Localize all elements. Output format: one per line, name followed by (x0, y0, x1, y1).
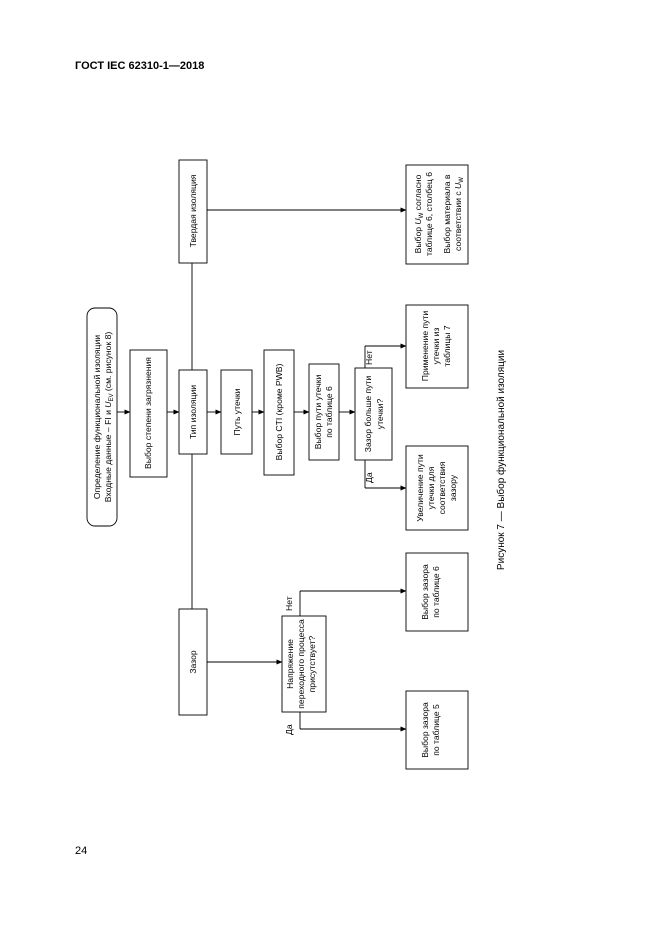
clearance-table6-block (405, 552, 469, 632)
start-line1: Определение функциональной изоляции (92, 335, 102, 499)
increase-creepage-line1: Увеличение пути (415, 454, 425, 522)
solid-result-line3: Выбор материала в (442, 174, 452, 253)
transient-question-line3: присутствует? (307, 635, 317, 692)
clearance-table5-block (405, 690, 469, 770)
page-number: 24 (75, 845, 88, 857)
insulation-type-block (178, 369, 208, 455)
creepage-table7-line3: таблицы 7 (442, 325, 452, 366)
no-label-creepage: Нет (364, 350, 374, 365)
insulation-type-text: Тип изоляции (188, 385, 198, 439)
pollution-block (129, 349, 168, 478)
cti-text: Выбор CTI (кроме PWB) (274, 364, 284, 461)
creepage-block (220, 369, 253, 455)
start-block (86, 307, 118, 527)
creepage-text: Путь утечки (232, 388, 242, 435)
start-line2: Входные данные – FI и UEV (см. рисунок 8… (103, 332, 115, 503)
creepage-table6-line1: Выбор пути утечки (313, 375, 323, 450)
clearance-check-line1: Зазор больше пути (363, 376, 373, 453)
connectors (116, 207, 407, 732)
creepage-table6-line2: по таблице 6 (324, 386, 334, 438)
clearance-table6-line1: Выбор зазора (420, 564, 430, 620)
no-label-transient: Нет (284, 596, 294, 611)
document-header: ГОСТ IEC 62310-1—2018 (75, 60, 205, 72)
creepage-table7-block (405, 304, 469, 389)
increase-creepage-line4: зазору (448, 474, 458, 501)
solid-result-block (405, 164, 469, 265)
transient-question-block (281, 615, 327, 713)
solid-insulation-text: Твердая изоляция (188, 174, 198, 247)
increase-creepage-block (405, 445, 469, 531)
yes-label-creepage: Да (364, 472, 374, 483)
yes-label-transient: Да (284, 724, 294, 735)
clearance-block (178, 608, 208, 716)
pollution-text: Выбор степени загрязнения (143, 357, 153, 469)
clearance-text: Зазор (188, 650, 198, 673)
clearance-table5-line2: по таблице 5 (431, 704, 441, 756)
figure-caption: Рисунок 7 — Выбор функциональной изоляци… (495, 350, 507, 570)
clearance-table6-line2: по таблице 6 (431, 566, 441, 618)
clearance-check-line2: утечки? (375, 399, 385, 430)
cti-block (263, 349, 295, 476)
transient-question-line1: Напряжение (285, 639, 295, 689)
clearance-table5-line1: Выбор зазора (420, 702, 430, 758)
creepage-table7-line2: утечки из (431, 328, 441, 365)
clearance-check-block (354, 367, 393, 461)
creepage-table7-line1: Применение пути (420, 311, 430, 382)
solid-result-line2: таблице 6, столбец 6 (424, 172, 434, 256)
transient-question-line2: переходного процесса (296, 619, 306, 709)
solid-result-line4: соответствии с UW (453, 177, 465, 251)
increase-creepage-line3: соответствия (437, 461, 447, 514)
solid-result-line1: Выбор UW согласно (413, 174, 425, 253)
solid-insulation-block (178, 159, 208, 264)
increase-creepage-line2: утечки для (426, 466, 436, 509)
creepage-table6-block (308, 363, 340, 461)
